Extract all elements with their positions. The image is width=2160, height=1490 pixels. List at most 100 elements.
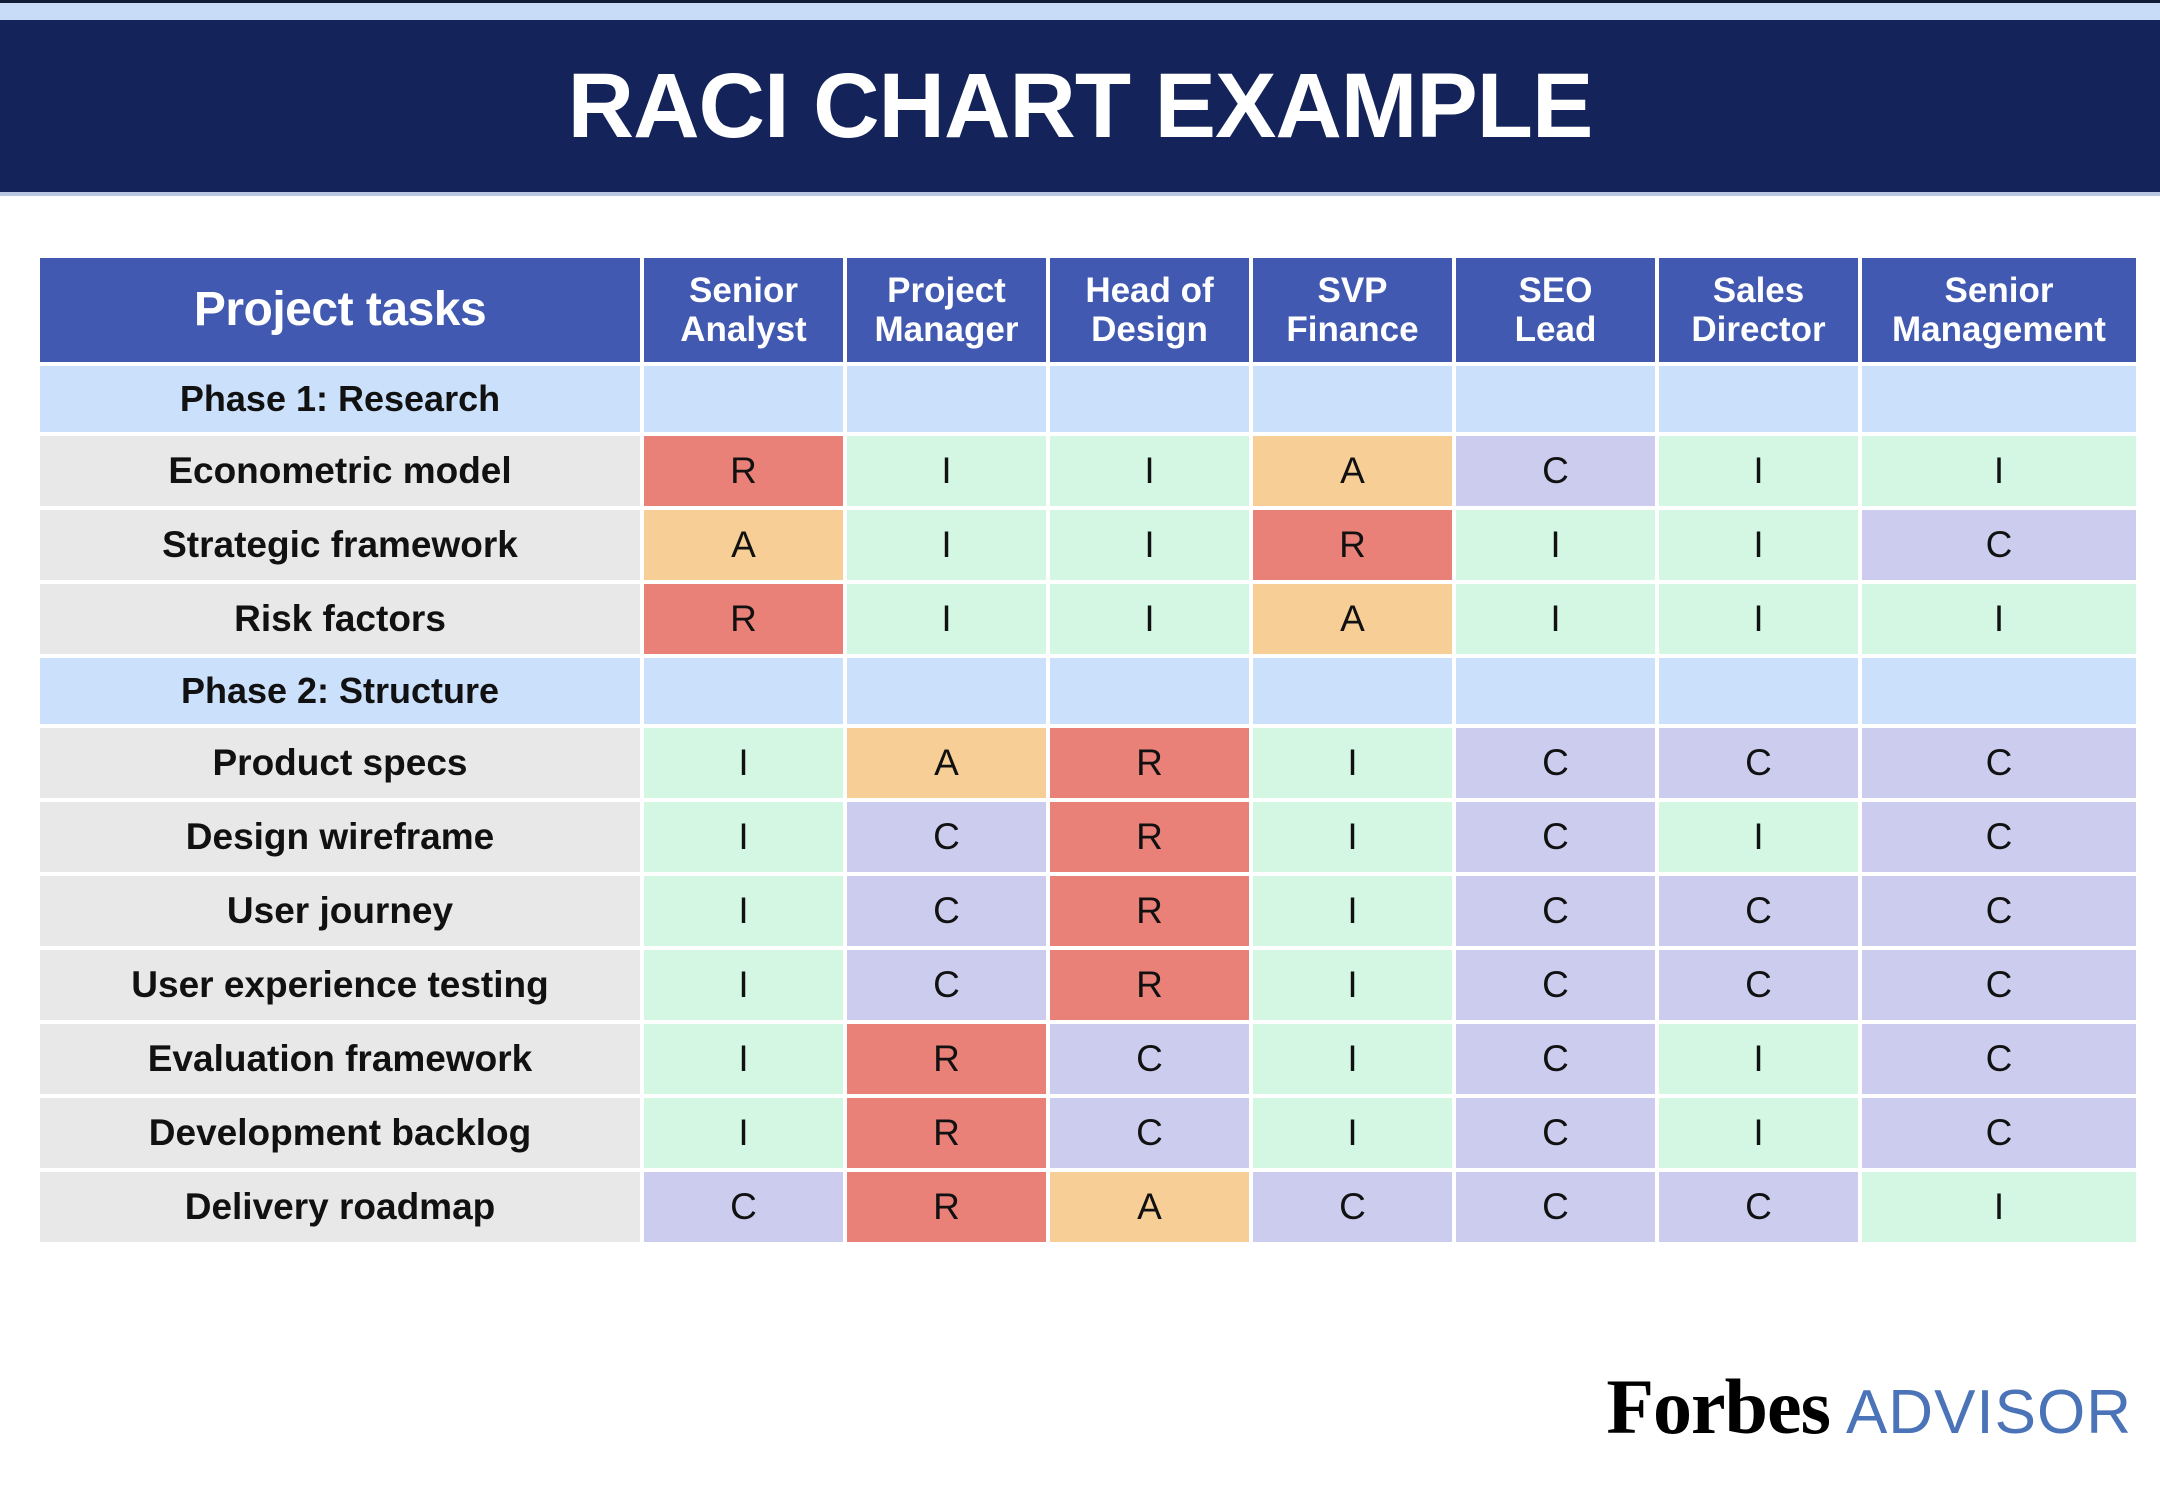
banner-underline (0, 192, 2160, 196)
raci-cell-head-of-design[interactable]: R (1050, 728, 1249, 798)
raci-cell-svp-finance[interactable]: I (1253, 876, 1452, 946)
raci-cell-project-manager[interactable]: I (847, 584, 1046, 654)
raci-cell-project-manager[interactable]: R (847, 1024, 1046, 1094)
raci-cell-project-manager[interactable]: R (847, 1172, 1046, 1242)
phase-label: Phase 1: Research (40, 366, 640, 432)
raci-cell-senior-analyst[interactable]: I (644, 950, 843, 1020)
raci-cell-project-manager[interactable]: C (847, 950, 1046, 1020)
raci-cell-senior-analyst[interactable]: R (644, 584, 843, 654)
raci-cell-senior-management[interactable]: C (1862, 1098, 2136, 1168)
raci-cell-senior-analyst[interactable]: R (644, 436, 843, 506)
raci-cell-senior-management[interactable]: C (1862, 728, 2136, 798)
forbes-advisor-logo: Forbes ADVISOR (1606, 1368, 2132, 1446)
raci-cell-seo-lead[interactable]: C (1456, 876, 1655, 946)
raci-cell-senior-analyst[interactable]: I (644, 1024, 843, 1094)
raci-cell-seo-lead[interactable]: I (1456, 584, 1655, 654)
raci-cell-head-of-design[interactable]: C (1050, 1098, 1249, 1168)
raci-cell-head-of-design[interactable]: R (1050, 876, 1249, 946)
raci-cell-senior-management[interactable]: I (1862, 436, 2136, 506)
raci-cell-sales-director[interactable]: C (1659, 1172, 1858, 1242)
raci-cell-senior-analyst[interactable]: I (644, 802, 843, 872)
raci-cell-seo-lead[interactable]: C (1456, 1024, 1655, 1094)
raci-cell-svp-finance[interactable]: I (1253, 802, 1452, 872)
header-line-2: Manager (874, 310, 1019, 349)
raci-cell-senior-analyst[interactable]: A (644, 510, 843, 580)
raci-cell-head-of-design[interactable]: I (1050, 584, 1249, 654)
raci-cell-project-manager[interactable]: C (847, 876, 1046, 946)
raci-cell-seo-lead[interactable]: I (1456, 510, 1655, 580)
raci-cell-project-manager[interactable]: I (847, 510, 1046, 580)
raci-cell-seo-lead[interactable]: C (1456, 1172, 1655, 1242)
raci-cell-project-manager[interactable]: I (847, 436, 1046, 506)
raci-cell-sales-director[interactable]: I (1659, 1098, 1858, 1168)
page-title: RACI CHART EXAMPLE (567, 55, 1594, 157)
raci-cell-project-manager[interactable]: A (847, 728, 1046, 798)
raci-cell-senior-management[interactable]: C (1862, 510, 2136, 580)
raci-cell-sales-director[interactable]: C (1659, 728, 1858, 798)
header-row: Project tasks Senior Analyst Project Man… (40, 258, 2136, 362)
phase-spacer-sales-director (1659, 658, 1858, 724)
raci-cell-senior-management[interactable]: I (1862, 1172, 2136, 1242)
raci-cell-senior-analyst[interactable]: I (644, 876, 843, 946)
task-label: Evaluation framework (40, 1024, 640, 1094)
raci-cell-senior-management[interactable]: I (1862, 584, 2136, 654)
raci-cell-head-of-design[interactable]: R (1050, 802, 1249, 872)
raci-cell-svp-finance[interactable]: A (1253, 436, 1452, 506)
raci-cell-sales-director[interactable]: C (1659, 950, 1858, 1020)
header-line-1: SEO (1518, 270, 1593, 310)
raci-cell-seo-lead[interactable]: C (1456, 436, 1655, 506)
raci-cell-seo-lead[interactable]: C (1456, 802, 1655, 872)
raci-cell-head-of-design[interactable]: A (1050, 1172, 1249, 1242)
raci-cell-head-of-design[interactable]: I (1050, 510, 1249, 580)
raci-cell-head-of-design[interactable]: R (1050, 950, 1249, 1020)
phase-spacer-svp-finance (1253, 658, 1452, 724)
raci-cell-senior-management[interactable]: C (1862, 1024, 2136, 1094)
column-header-seo-lead: SEO Lead (1456, 258, 1655, 362)
raci-cell-sales-director[interactable]: I (1659, 510, 1858, 580)
raci-cell-svp-finance[interactable]: I (1253, 950, 1452, 1020)
raci-cell-sales-director[interactable]: C (1659, 876, 1858, 946)
phase-spacer-senior-analyst (644, 366, 843, 432)
header-line-1: Project (887, 270, 1006, 310)
top-accent-strip (0, 0, 2160, 3)
phase-spacer-project-manager (847, 366, 1046, 432)
raci-cell-svp-finance[interactable]: I (1253, 1024, 1452, 1094)
raci-cell-sales-director[interactable]: I (1659, 584, 1858, 654)
raci-cell-senior-management[interactable]: C (1862, 802, 2136, 872)
raci-cell-seo-lead[interactable]: C (1456, 728, 1655, 798)
raci-cell-senior-management[interactable]: C (1862, 950, 2136, 1020)
raci-cell-senior-management[interactable]: C (1862, 876, 2136, 946)
raci-cell-svp-finance[interactable]: A (1253, 584, 1452, 654)
task-label: Econometric model (40, 436, 640, 506)
header-line-1: Senior (1944, 270, 2054, 310)
raci-cell-senior-analyst[interactable]: I (644, 1098, 843, 1168)
raci-cell-sales-director[interactable]: I (1659, 802, 1858, 872)
raci-cell-project-manager[interactable]: R (847, 1098, 1046, 1168)
task-label: User journey (40, 876, 640, 946)
raci-cell-head-of-design[interactable]: I (1050, 436, 1249, 506)
raci-cell-svp-finance[interactable]: C (1253, 1172, 1452, 1242)
raci-cell-svp-finance[interactable]: I (1253, 728, 1452, 798)
column-header-senior-analyst: Senior Analyst (644, 258, 843, 362)
raci-cell-seo-lead[interactable]: C (1456, 1098, 1655, 1168)
raci-cell-sales-director[interactable]: I (1659, 1024, 1858, 1094)
phase-spacer-senior-analyst (644, 658, 843, 724)
raci-cell-head-of-design[interactable]: C (1050, 1024, 1249, 1094)
raci-cell-svp-finance[interactable]: R (1253, 510, 1452, 580)
raci-cell-svp-finance[interactable]: I (1253, 1098, 1452, 1168)
raci-cell-seo-lead[interactable]: C (1456, 950, 1655, 1020)
table-header: Project tasks Senior Analyst Project Man… (40, 258, 2136, 362)
title-banner: RACI CHART EXAMPLE (0, 20, 2160, 192)
raci-cell-senior-analyst[interactable]: I (644, 728, 843, 798)
raci-cell-senior-analyst[interactable]: C (644, 1172, 843, 1242)
phase-row: Phase 1: Research (40, 366, 2136, 432)
phase-spacer-head-of-design (1050, 366, 1249, 432)
phase-row: Phase 2: Structure (40, 658, 2136, 724)
raci-table: Project tasks Senior Analyst Project Man… (36, 254, 2140, 1246)
raci-cell-sales-director[interactable]: I (1659, 436, 1858, 506)
raci-cell-project-manager[interactable]: C (847, 802, 1046, 872)
